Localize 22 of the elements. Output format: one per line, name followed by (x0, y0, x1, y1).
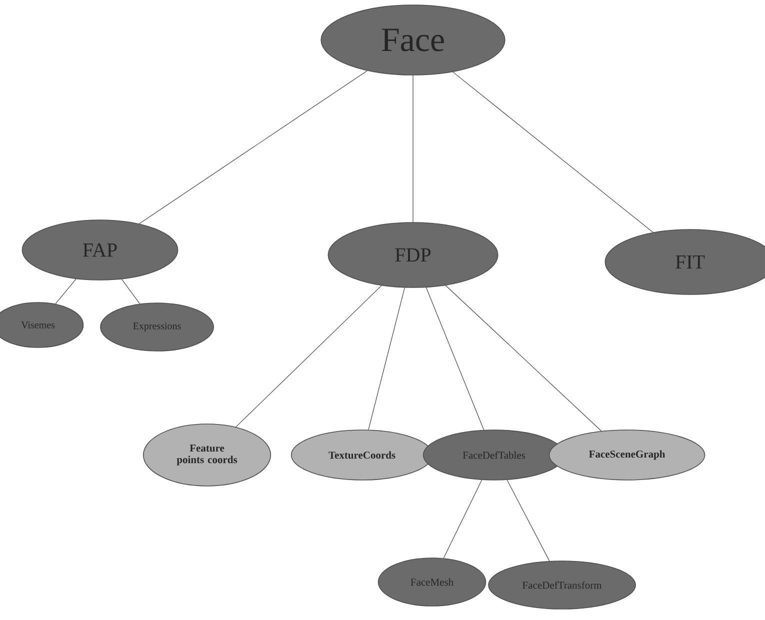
connector-line (368, 287, 405, 430)
ellipse-node: FaceSceneGraph (548, 430, 706, 480)
ellipse-node: FaceDefTransform (488, 560, 636, 610)
ellipse-node: FAP (22, 220, 178, 280)
connector-line (443, 480, 482, 558)
connector-line (445, 285, 602, 432)
ellipse-node: FIT (604, 229, 765, 295)
ellipse-node: FaceMesh (378, 558, 486, 606)
connector-line (55, 278, 76, 304)
connector-line (121, 278, 140, 304)
connector-line (426, 287, 484, 430)
connector-line (506, 480, 550, 562)
connector-line (452, 72, 654, 233)
ellipse-node: FDP (328, 222, 498, 288)
ellipse-node: FaceDefTables (422, 430, 566, 480)
ellipse-node: Expressions (100, 302, 214, 352)
connector-line (412, 75, 414, 222)
connector-line (138, 70, 368, 224)
ellipse-node: Face (320, 4, 506, 76)
connector-line (236, 285, 382, 428)
ellipse-node: Feature points coords (142, 424, 272, 486)
ellipse-node: TextureCoords (290, 430, 434, 480)
